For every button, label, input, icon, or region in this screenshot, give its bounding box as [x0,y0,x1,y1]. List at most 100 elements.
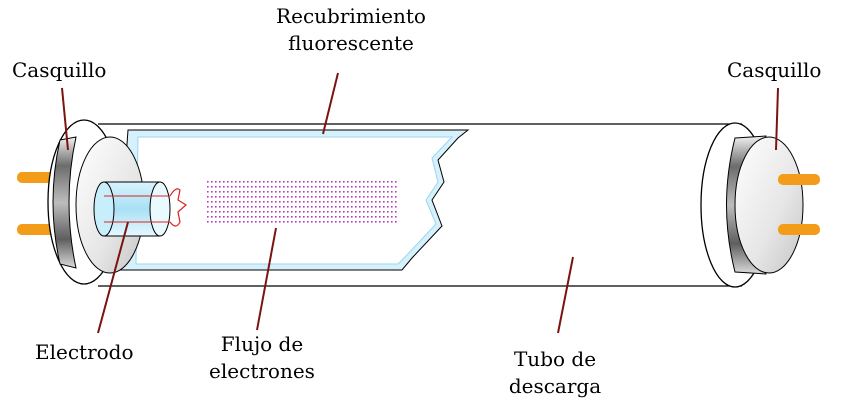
electron-dot [359,196,361,198]
electron-dot [275,216,277,218]
electron-dot [375,221,377,223]
electron-dot [219,206,221,208]
electron-dot [311,201,313,203]
electron-dot [363,181,365,183]
electron-dot [263,221,265,223]
electron-dot [227,196,229,198]
electron-dot [343,216,345,218]
electron-dot [335,186,337,188]
electron-dot [387,201,389,203]
electron-dot [215,191,217,193]
electron-dot [235,206,237,208]
electron-dot [267,201,269,203]
electron-dot [303,211,305,213]
left-pin-bottom [17,224,57,235]
electron-dot [359,201,361,203]
electron-dot [231,221,233,223]
electron-dot [259,201,261,203]
electron-dot [235,211,237,213]
electron-dot [251,191,253,193]
electron-dot [311,221,313,223]
electron-dot [383,221,385,223]
electron-dot [331,186,333,188]
electron-dot [283,201,285,203]
electron-dot [347,211,349,213]
electron-dot [267,191,269,193]
electron-dot [215,206,217,208]
electron-dot [251,216,253,218]
electron-dot [283,181,285,183]
electron-dot [371,186,373,188]
electron-dot [231,201,233,203]
electron-dot [235,181,237,183]
electron-dot [331,206,333,208]
electron-dot [219,216,221,218]
electron-dot [387,196,389,198]
electron-dot [323,201,325,203]
electron-dot [387,221,389,223]
electron-dot [219,191,221,193]
electron-dot [327,186,329,188]
electron-dot [207,216,209,218]
electron-dot [339,186,341,188]
electron-dot [327,211,329,213]
electron-dot [267,196,269,198]
leader-flujo [256,227,277,331]
electron-dot [219,211,221,213]
electron-dot [307,216,309,218]
electron-dot [267,186,269,188]
electron-dot [283,186,285,188]
electron-dot [287,221,289,223]
label-casquillo-left: Casquillo [12,58,107,82]
electron-dot [247,201,249,203]
electron-dot [207,221,209,223]
electron-dot [211,181,213,183]
leader-casquillo-right [775,87,779,151]
electron-dot [351,216,353,218]
electron-dot [371,206,373,208]
electron-dot [207,211,209,213]
electron-dot [367,186,369,188]
electron-dot [367,206,369,208]
electron-dot [283,206,285,208]
electron-dot [355,181,357,183]
leader-electrodo [97,221,129,334]
electron-dot [303,191,305,193]
electron-dot [339,191,341,193]
electron-dot [251,196,253,198]
electron-dot [371,191,373,193]
electron-dot [391,211,393,213]
electron-dot [235,221,237,223]
label-flujo-de-electrones: Flujo de electrones [192,331,332,385]
electron-dot [259,191,261,193]
electron-dot [331,216,333,218]
electron-dot [255,201,257,203]
electron-dot [223,201,225,203]
electron-dot [315,211,317,213]
electron-dot [227,206,229,208]
electron-dot [343,186,345,188]
electron-dot [279,216,281,218]
electron-dot [287,216,289,218]
electron-dot [379,191,381,193]
electron-dot [383,186,385,188]
electron-dot [227,221,229,223]
electron-dot [291,216,293,218]
electron-dot [267,181,269,183]
electron-dot [211,196,213,198]
label-recubrimiento-line1: Recubrimiento [276,4,426,28]
electron-dot [315,201,317,203]
electron-dot [243,186,245,188]
electron-dot [315,216,317,218]
electron-dot [271,221,273,223]
electron-dot [351,221,353,223]
electron-dot [239,196,241,198]
electron-dot [291,186,293,188]
electron-dot [255,186,257,188]
electron-dot [347,191,349,193]
electron-dot [279,206,281,208]
electron-dot [363,211,365,213]
electron-dot [391,221,393,223]
electron-dot [251,206,253,208]
electron-dot [299,201,301,203]
